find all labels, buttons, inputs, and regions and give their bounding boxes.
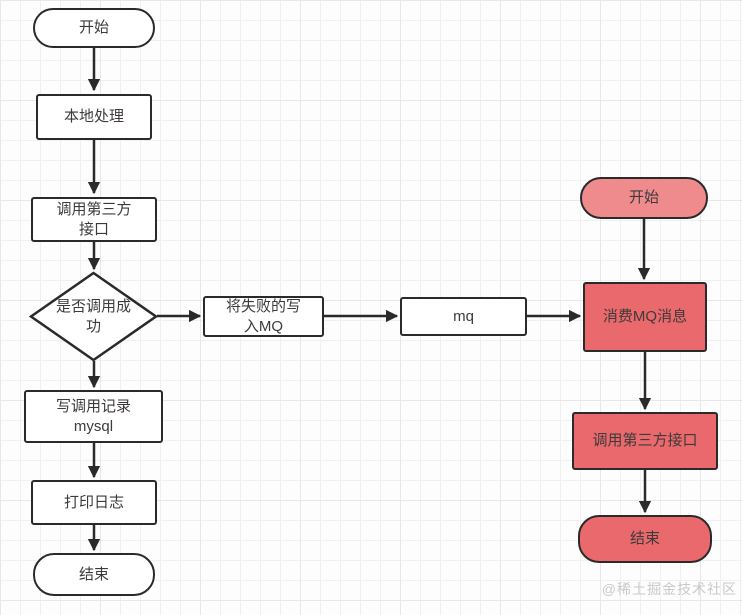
node-decision-call-success: 是否调用成 功: [55, 298, 131, 335]
node-start-right: 开始: [580, 177, 708, 219]
node-local-process: 本地处理: [36, 94, 152, 140]
watermark-text: @稀土掘金技术社区: [601, 581, 737, 597]
node-write-call-record: 写调用记录 mysql: [24, 390, 163, 443]
node-consume-mq: 消费MQ消息: [583, 282, 707, 352]
node-start-left: 开始: [33, 8, 155, 48]
node-end-left: 结束: [33, 553, 155, 596]
node-end-right: 结束: [578, 515, 712, 563]
node-mq: mq: [400, 297, 527, 336]
node-write-failed-to-mq: 将失败的写 入MQ: [203, 296, 324, 337]
node-call-third-party-left: 调用第三方 接口: [31, 197, 157, 242]
node-call-third-party-right: 调用第三方接口: [572, 412, 718, 470]
node-print-log: 打印日志: [31, 480, 157, 525]
